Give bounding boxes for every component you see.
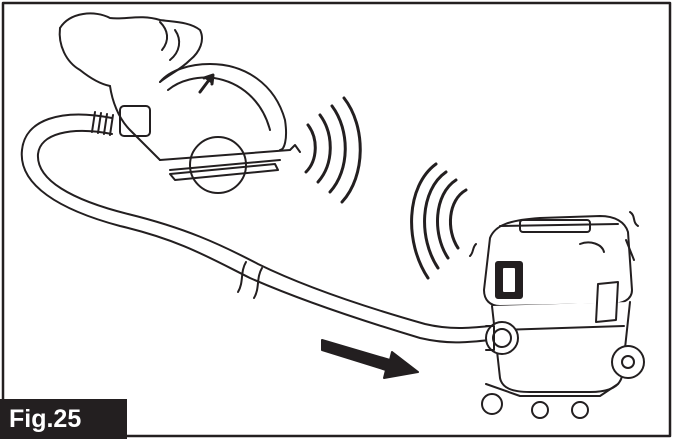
vacuum-wheel-rear bbox=[612, 346, 644, 378]
figure-label: Fig.25 bbox=[0, 399, 127, 439]
